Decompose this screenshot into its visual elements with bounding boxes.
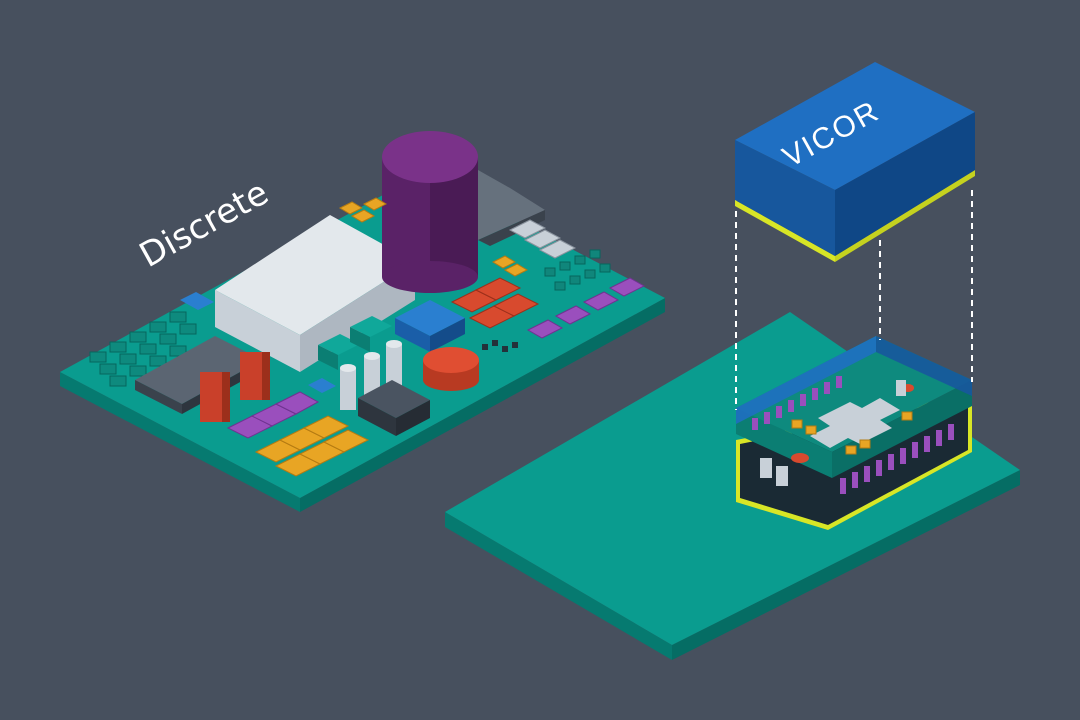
bulk-capacitor xyxy=(382,131,478,293)
teal-small-blocks xyxy=(544,249,611,291)
vicor-module-side xyxy=(835,112,975,256)
vicor-module-front xyxy=(735,140,835,256)
orange-chips-right xyxy=(491,255,529,277)
dark-ic-top xyxy=(478,170,545,246)
small-dark-components xyxy=(482,340,518,352)
red-capacitor xyxy=(423,347,479,391)
orange-chips-grid xyxy=(254,415,370,477)
guide-lines xyxy=(735,190,973,410)
blue-block-middle xyxy=(395,300,465,352)
small-components-grid xyxy=(89,311,197,387)
red-chips-middle xyxy=(450,277,540,329)
discrete-board-side-left xyxy=(60,372,300,512)
purple-chips-right xyxy=(526,277,646,339)
vicor-module-top xyxy=(735,62,975,190)
discrete-board-side-right xyxy=(300,298,665,512)
vicor-board-side-right xyxy=(672,470,1020,660)
teal-boxes xyxy=(318,316,392,370)
gray-parts-top-right xyxy=(508,219,577,259)
module-internals xyxy=(736,336,972,530)
red-tall-parts xyxy=(200,352,270,422)
vicor-board-side-left xyxy=(445,512,672,660)
purple-chips-left xyxy=(226,391,320,439)
dark-block-front xyxy=(358,380,430,436)
orange-chips-top xyxy=(338,197,388,223)
blue-chip-small xyxy=(180,292,214,310)
gray-pillars xyxy=(340,340,402,410)
blue-chip-small-2 xyxy=(308,378,336,393)
vicor-module: VICOR xyxy=(735,62,975,262)
